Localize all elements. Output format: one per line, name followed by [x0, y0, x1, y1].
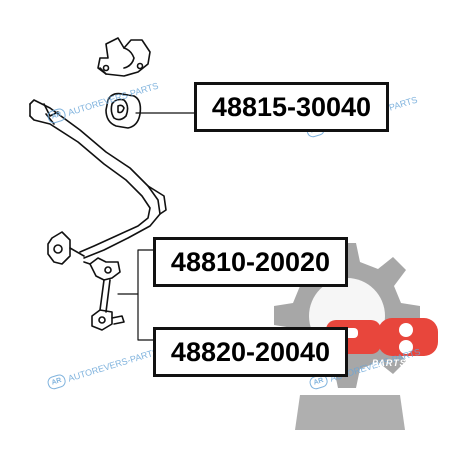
bar-end-drawing	[47, 231, 85, 265]
part-number-label: 48810-20020	[153, 237, 348, 287]
part-number-label: 48815-30040	[194, 82, 389, 132]
bushing-bracket-drawing	[97, 37, 151, 77]
bushing-drawing	[105, 92, 142, 129]
stabilizer-bar-drawing	[29, 99, 167, 259]
part-number-label: 48820-20040	[153, 327, 348, 377]
brand-logo-suffix: PARTS	[372, 358, 407, 368]
leader-bracket	[137, 249, 154, 341]
stabilizer-link-drawing	[83, 257, 125, 331]
leader-lines	[117, 112, 195, 341]
